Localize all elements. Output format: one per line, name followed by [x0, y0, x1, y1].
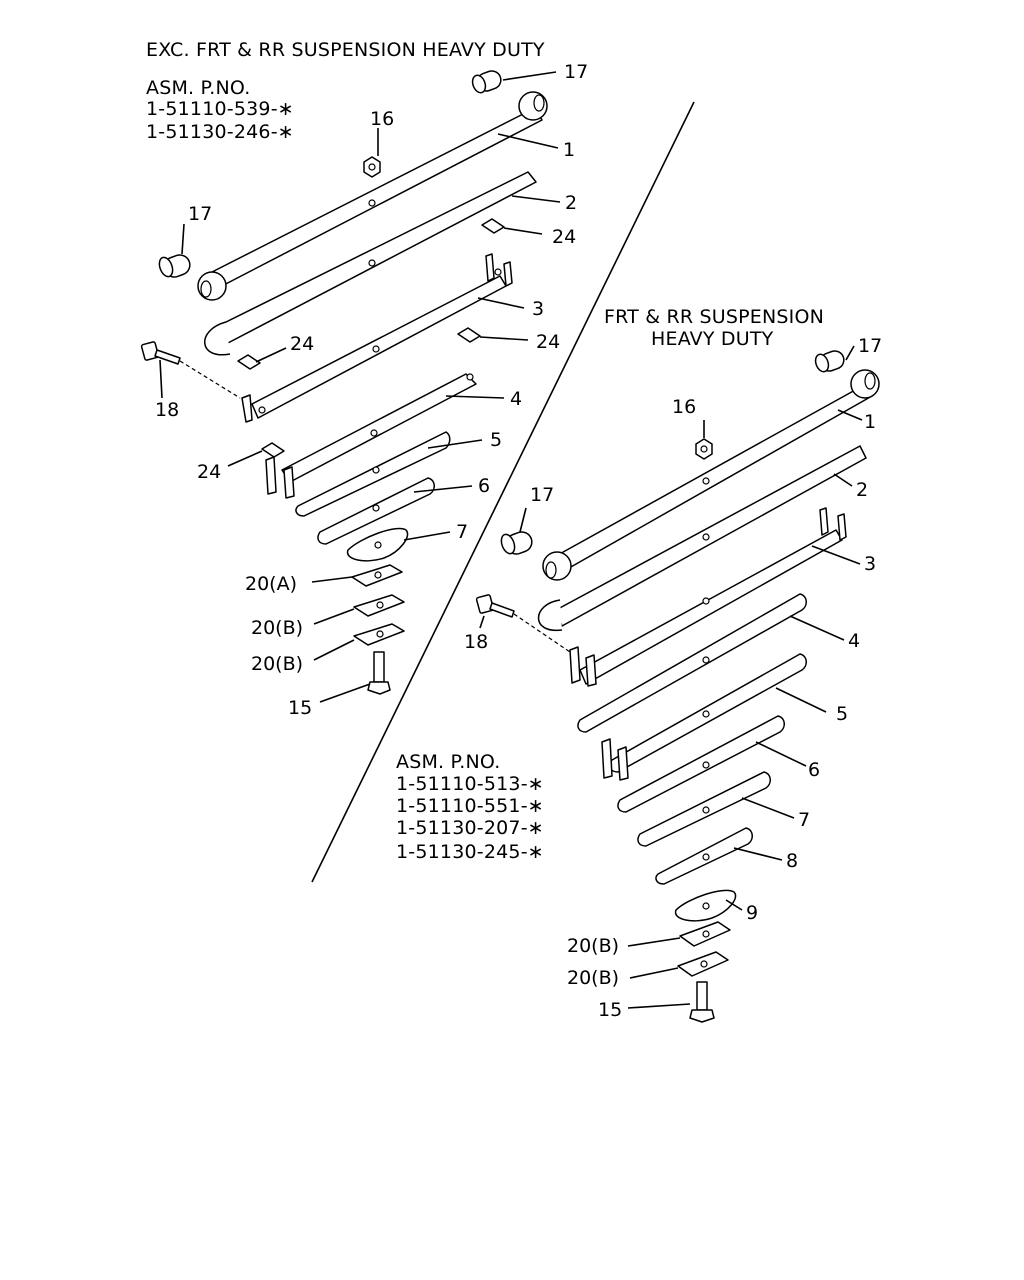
- plate-24: [457, 327, 481, 343]
- callout-8: 8: [786, 850, 798, 872]
- spacer-20b: [353, 594, 405, 617]
- center-bolt-15: [689, 981, 715, 1023]
- leaf-4: [265, 373, 477, 499]
- callout-4: 4: [848, 630, 860, 652]
- leaf-1: [542, 369, 880, 581]
- left-part-number: 1-51130-246-∗: [146, 121, 294, 143]
- leaf-4: [577, 593, 807, 733]
- left-spring-assembly: [140, 70, 561, 703]
- spacer-20b: [353, 623, 405, 646]
- callout-3: 3: [532, 298, 544, 320]
- plate-24: [481, 218, 505, 234]
- right-part-number: 1-51110-551-∗: [396, 795, 544, 817]
- callout-7: 7: [456, 521, 468, 543]
- leaf-6: [617, 715, 785, 813]
- bushing-17-top: [814, 350, 845, 373]
- pad-7: [346, 527, 409, 562]
- callout-17: 17: [564, 61, 588, 83]
- leaf-5: [295, 431, 451, 517]
- callout-5: 5: [836, 703, 848, 725]
- right-asm-label: ASM. P.NO.: [396, 751, 501, 773]
- callout-6: 6: [478, 475, 490, 497]
- pad-9: [674, 889, 737, 922]
- bushing-17-left: [158, 254, 191, 278]
- callout-1: 1: [864, 411, 876, 433]
- callout-20b: 20(B): [567, 967, 619, 989]
- left-asm-label: ASM. P.NO.: [146, 77, 251, 99]
- callout-18: 18: [155, 399, 179, 421]
- callout-20b: 20(B): [251, 617, 303, 639]
- callout-16: 16: [672, 396, 696, 418]
- callout-6: 6: [808, 759, 820, 781]
- callout-7: 7: [798, 809, 810, 831]
- left-group-title: EXC. FRT & RR SUSPENSION HEAVY DUTY: [146, 39, 545, 61]
- center-bolt-15: [367, 651, 391, 695]
- callout-5: 5: [490, 429, 502, 451]
- callout-15: 15: [288, 697, 312, 719]
- leaf-5: [601, 653, 807, 781]
- spacer-20b: [677, 951, 729, 977]
- callout-18: 18: [464, 631, 488, 653]
- callout-2: 2: [565, 192, 577, 214]
- callout-17: 17: [188, 203, 212, 225]
- callout-20a: 20(A): [245, 573, 297, 595]
- right-part-number: 1-51130-207-∗: [396, 817, 544, 839]
- callout-2: 2: [856, 479, 868, 501]
- right-part-number: 1-51110-513-∗: [396, 773, 544, 795]
- group-divider-line: [311, 101, 695, 883]
- right-spring-assembly: [475, 345, 880, 1023]
- leaf-8: [655, 827, 753, 885]
- callout-24: 24: [197, 461, 221, 483]
- callout-9: 9: [746, 902, 758, 924]
- spacer-20b: [679, 921, 731, 947]
- callout-4: 4: [510, 388, 522, 410]
- bolt-18: [140, 341, 241, 399]
- leaf-6: [317, 477, 435, 545]
- callout-20b: 20(B): [251, 653, 303, 675]
- bushing-17-top: [471, 70, 502, 94]
- plate-24: [261, 442, 285, 458]
- callout-15: 15: [598, 999, 622, 1021]
- callout-24: 24: [290, 333, 314, 355]
- callout-3: 3: [864, 553, 876, 575]
- callout-17: 17: [530, 484, 554, 506]
- leaf-1: [197, 91, 548, 301]
- nut-16: [695, 438, 713, 460]
- callout-17: 17: [858, 335, 882, 357]
- callout-24: 24: [536, 331, 560, 353]
- nut-16: [363, 156, 381, 178]
- leaf-2: [204, 171, 537, 356]
- callout-1: 1: [563, 139, 575, 161]
- callout-16: 16: [370, 108, 394, 130]
- plate-24: [237, 354, 261, 370]
- left-part-number: 1-51110-539-∗: [146, 98, 294, 120]
- callout-20b: 20(B): [567, 935, 619, 957]
- callout-24: 24: [552, 226, 576, 248]
- bolt-18: [475, 594, 571, 653]
- right-part-number: 1-51130-245-∗: [396, 841, 544, 863]
- right-group-title: FRT & RR SUSPENSION: [604, 306, 824, 328]
- spacer-20a: [351, 564, 403, 587]
- leaf-2: [537, 445, 867, 631]
- leaf-3: [569, 507, 847, 687]
- leaf-3: [241, 253, 513, 423]
- leaf-7: [637, 771, 771, 847]
- right-group-subtitle: HEAVY DUTY: [651, 328, 774, 350]
- bushing-17-left: [500, 531, 533, 555]
